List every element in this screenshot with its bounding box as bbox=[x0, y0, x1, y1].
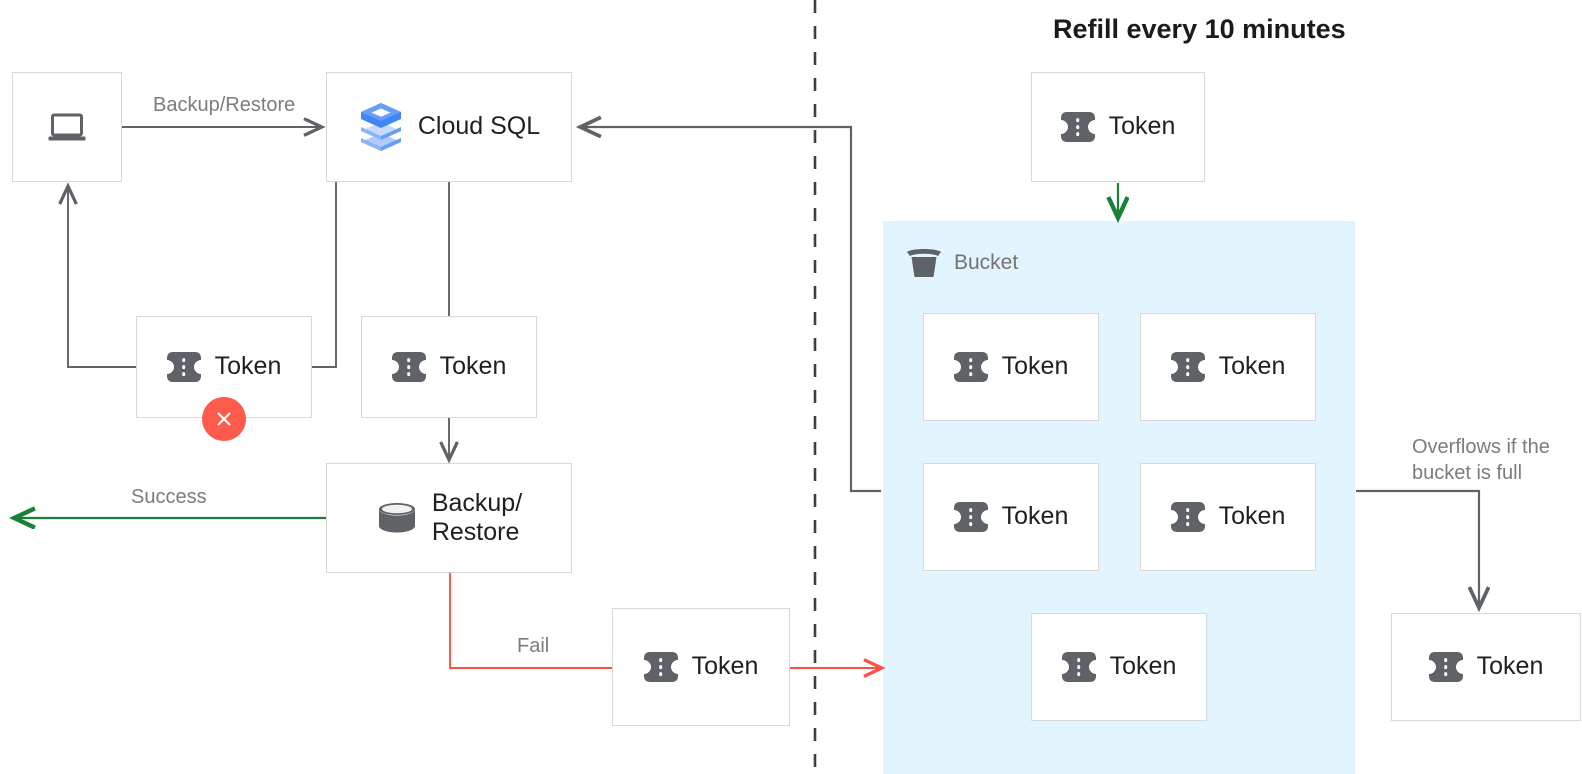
node-backup-restore[interactable]: Backup/ Restore bbox=[326, 463, 572, 573]
node-token-fail[interactable]: Token bbox=[612, 608, 790, 726]
bucket-token-3-label: Token bbox=[1001, 502, 1069, 531]
node-backup-restore-label: Backup/ Restore bbox=[431, 488, 523, 547]
node-token-sql-label: Token bbox=[439, 352, 507, 381]
node-token-refill[interactable]: Token bbox=[1031, 72, 1205, 182]
node-client[interactable] bbox=[12, 72, 122, 182]
token-icon bbox=[953, 502, 988, 532]
token-icon bbox=[1060, 112, 1095, 142]
bucket-label-group: Bucket bbox=[905, 247, 1018, 279]
bucket-token-3[interactable]: Token bbox=[923, 463, 1099, 571]
page-title: Refill every 10 minutes bbox=[1053, 14, 1346, 44]
token-icon bbox=[1428, 652, 1463, 682]
edge-label-overflow: Overflows if the bucket is full bbox=[1412, 436, 1550, 484]
node-token-client-label: Token bbox=[214, 352, 282, 381]
bucket-label: Bucket bbox=[954, 251, 1019, 274]
bucket-token-2-label: Token bbox=[1218, 352, 1286, 381]
edge-label-fail: Fail bbox=[517, 635, 550, 657]
edge-label-success: Success bbox=[131, 486, 207, 508]
error-badge bbox=[202, 397, 246, 441]
node-cloud-sql-label: Cloud SQL bbox=[417, 112, 541, 141]
edge-bucket-to-cloudsql bbox=[580, 127, 881, 493]
token-icon bbox=[391, 352, 426, 382]
edge-bucket-overflow bbox=[1356, 489, 1479, 608]
token-icon bbox=[953, 352, 988, 382]
token-icon bbox=[643, 652, 678, 682]
bucket-token-1-label: Token bbox=[1001, 352, 1069, 381]
bucket-token-5-label: Token bbox=[1109, 652, 1177, 681]
node-token-sql[interactable]: Token bbox=[361, 316, 537, 418]
edge-label-backup-restore: Backup/Restore bbox=[153, 94, 296, 116]
bucket-token-5[interactable]: Token bbox=[1031, 613, 1207, 721]
node-token-overflow[interactable]: Token bbox=[1391, 613, 1581, 721]
bucket-token-4-label: Token bbox=[1218, 502, 1286, 531]
bucket-icon bbox=[905, 247, 943, 279]
cloud-sql-icon bbox=[358, 101, 404, 153]
bucket-token-2[interactable]: Token bbox=[1140, 313, 1316, 421]
bucket-token-1[interactable]: Token bbox=[923, 313, 1099, 421]
token-icon bbox=[1061, 652, 1096, 682]
node-cloud-sql[interactable]: Cloud SQL bbox=[326, 72, 572, 182]
token-icon bbox=[1170, 502, 1205, 532]
bucket-token-4[interactable]: Token bbox=[1140, 463, 1316, 571]
database-icon bbox=[376, 501, 418, 535]
node-token-overflow-label: Token bbox=[1476, 652, 1544, 681]
close-icon bbox=[217, 412, 231, 426]
token-icon bbox=[166, 352, 201, 382]
node-token-fail-label: Token bbox=[691, 652, 759, 681]
node-token-refill-label: Token bbox=[1108, 112, 1176, 141]
token-icon bbox=[1170, 352, 1205, 382]
laptop-icon bbox=[47, 111, 87, 143]
